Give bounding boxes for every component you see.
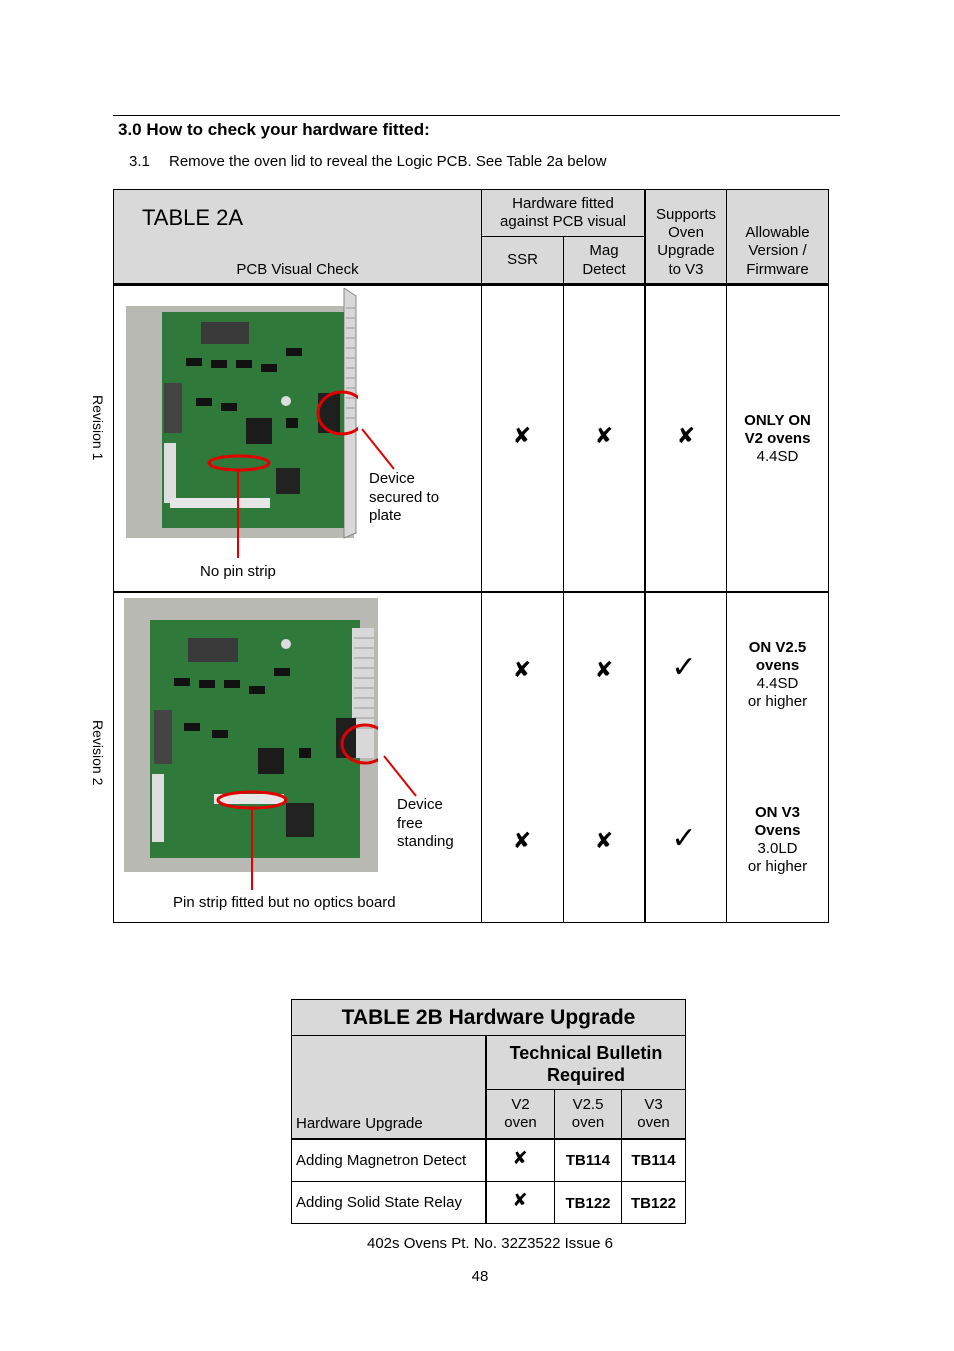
footer-doc-ref: 402s Ovens Pt. No. 32Z3522 Issue 6 — [367, 1235, 613, 1252]
row-v2-cross-icon: ✘ — [512, 1190, 528, 1211]
rev2-callout-pin: Pin strip fitted but no optics board — [173, 894, 396, 911]
step-3-1: 3.1 Remove the oven lid to reveal the Log… — [129, 153, 607, 170]
step-text: Remove the oven lid to reveal the Logic … — [169, 153, 607, 170]
table-2b-header-bg — [292, 1000, 685, 1139]
col-v25-line1: V2.5 — [572, 1096, 604, 1113]
col-v3-line2: oven — [637, 1114, 670, 1131]
top-rule — [113, 115, 840, 116]
rev2b-ssr-cross-icon: ✘ — [512, 829, 532, 854]
revision-2-label: Revision 2 — [90, 720, 106, 786]
rev1-callout-device-line2: secured to — [369, 489, 440, 506]
rev2b-fw-line2: Ovens — [754, 822, 801, 839]
rev2-callout-device-line3: standing — [397, 833, 454, 850]
col-mag-line2: Detect — [582, 261, 626, 278]
rev2a-fw-line2: ovens — [755, 657, 800, 674]
rev1-fw-line1: ONLY ON — [744, 412, 811, 429]
row-v25: TB122 — [565, 1195, 611, 1212]
rev2b-fw-line1: ON V3 — [754, 804, 800, 821]
table-2a-header-bg — [114, 190, 828, 284]
col-v2-line2: oven — [504, 1114, 537, 1131]
col-v3-line1: V3 — [644, 1096, 663, 1113]
rev2-callout-device-line1: Device — [397, 796, 443, 813]
col-allow-line1: Allowable — [745, 224, 810, 241]
col-pcb-visual-check: PCB Visual Check — [236, 261, 359, 278]
col-allow-line3: Firmware — [746, 261, 809, 278]
callout-arrow-rev1 — [361, 428, 395, 470]
col-hardware-upgrade: Hardware Upgrade — [296, 1115, 423, 1132]
rev1-callout-device-line3: plate — [369, 507, 402, 524]
step-number: 3.1 — [129, 153, 150, 170]
callout-arrow-rev2 — [383, 755, 417, 797]
col-sup-line4: to V3 — [668, 261, 704, 278]
rev2a-ssr-cross-icon: ✘ — [512, 658, 532, 683]
rev1-ssr-cross-icon: ✘ — [512, 424, 532, 449]
rev1-fw-line3: 4.4SD — [756, 448, 799, 465]
row-v3: TB114 — [631, 1152, 676, 1169]
rev1-mag-cross-icon: ✘ — [594, 424, 614, 449]
rev1-callout-pin: No pin strip — [200, 563, 276, 580]
pcb-photo-rev2 — [124, 598, 378, 872]
rev2a-mag-cross-icon: ✘ — [594, 658, 614, 683]
rev1-sup-cross-icon: ✘ — [676, 424, 696, 449]
rev2b-sup-check-icon: ✓ — [671, 821, 697, 856]
rev2a-fw-line1: ON V2.5 — [748, 639, 807, 656]
rev2-callout-device-line2: free — [397, 815, 423, 832]
rev2a-fw-line4: or higher — [747, 693, 808, 710]
revision-1-label: Revision 1 — [90, 395, 106, 461]
col-hw-fitted-line2: against PCB visual — [500, 213, 626, 230]
col-v25-line2: oven — [571, 1114, 605, 1131]
col-mag-line1: Mag — [589, 242, 619, 259]
row-name: Adding Solid State Relay — [296, 1194, 462, 1211]
col-v2-line1: V2 — [511, 1096, 530, 1113]
table-2b-title: TABLE 2B Hardware Upgrade — [341, 1006, 636, 1029]
page-number: 48 — [471, 1268, 489, 1285]
rev2a-sup-check-icon: ✓ — [671, 650, 697, 685]
row-name: Adding Magnetron Detect — [296, 1152, 467, 1169]
rev2b-fw-line3: 3.0LD — [757, 840, 798, 857]
col-hw-fitted-line1: Hardware fitted — [512, 195, 614, 212]
rev2b-mag-cross-icon: ✘ — [594, 829, 614, 854]
col-allow-line2: Version / — [748, 242, 807, 259]
rev2b-fw-line4: or higher — [747, 858, 808, 875]
row-v2-cross-icon: ✘ — [512, 1148, 528, 1169]
tb-header-line2: Required — [546, 1065, 625, 1085]
row-v25: TB114 — [565, 1152, 611, 1169]
rev1-callout-device-line1: Device — [369, 470, 415, 487]
pcb-photo-rev1 — [126, 288, 358, 539]
col-ssr: SSR — [507, 251, 538, 268]
rev2a-fw-line3: 4.4SD — [756, 675, 799, 692]
col-sup-line3: Upgrade — [657, 242, 715, 259]
col-sup-line2: Oven — [668, 224, 704, 241]
rev1-fw-line2: V2 ovens — [744, 430, 811, 447]
col-sup-line1: Supports — [655, 206, 717, 223]
section-title: 3.0 How to check your hardware fitted: — [118, 120, 430, 139]
tb-header-line1: Technical Bulletin — [509, 1043, 663, 1063]
table-2a-title: TABLE 2A — [142, 205, 244, 230]
row-v3: TB122 — [630, 1195, 677, 1212]
